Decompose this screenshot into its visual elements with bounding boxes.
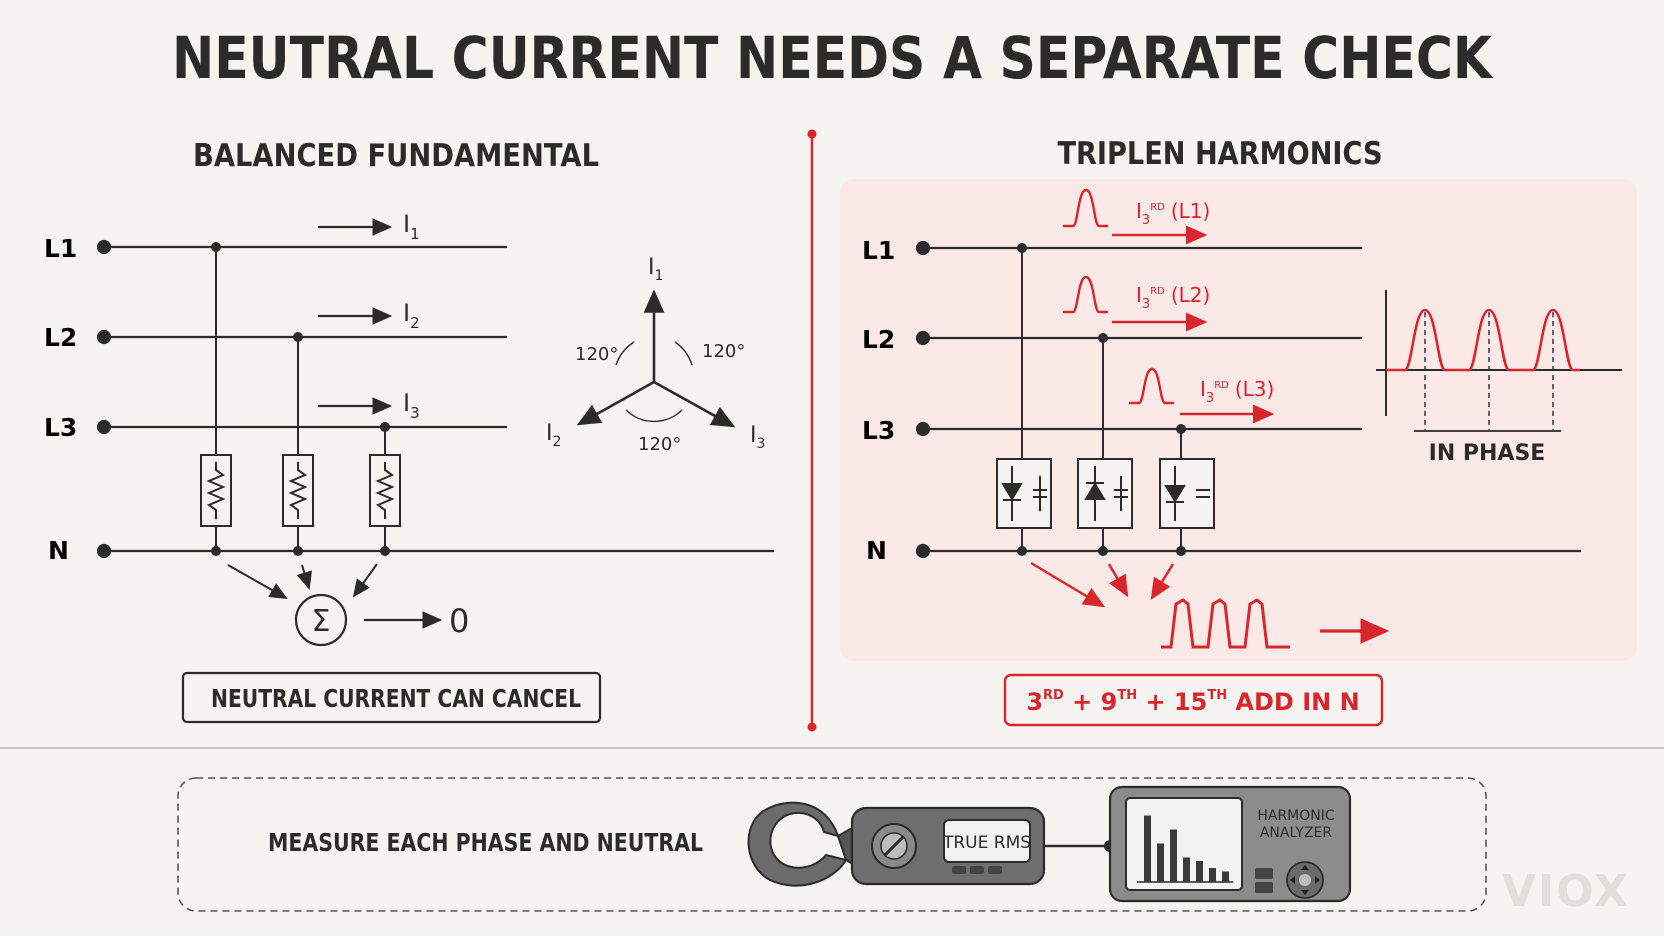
angle-label-left: 120°	[575, 344, 618, 365]
harmonic-label-l3: I3RD(L3)	[1200, 377, 1274, 406]
left-panel: BALANCED FUNDAMENTAL L1 L2 L3 N I1 I2 I3	[44, 138, 774, 724]
bus-lines	[96, 239, 774, 559]
viox-watermark-logo: VIOX	[1502, 866, 1630, 917]
center-divider	[807, 129, 817, 732]
resistor-2	[282, 454, 314, 527]
meter-display-text: TRUE RMS	[942, 833, 1031, 853]
spectrum-bar	[1222, 871, 1229, 882]
spectrum-bars	[1144, 815, 1229, 882]
spectrum-bar	[1144, 815, 1151, 882]
spectrum-bar	[1196, 861, 1203, 882]
measurement-strip: MEASURE EACH PHASE AND NEUTRAL TRUE RMS	[177, 777, 1487, 912]
spectrum-bar	[1170, 829, 1177, 882]
resistor-3	[369, 454, 401, 527]
rectifier-load-1	[996, 458, 1052, 529]
angle-label-bottom: 120°	[638, 434, 681, 455]
resistor-1	[200, 454, 232, 527]
line-label-r-l3: L3	[862, 416, 895, 445]
line-label-l1: L1	[44, 234, 77, 263]
sum-arrows	[227, 563, 378, 599]
in-phase-graph	[1376, 290, 1622, 432]
line-label-r-n: N	[866, 536, 887, 565]
clamp-meter-icon	[747, 801, 1046, 887]
harmonic-analyzer-icon	[1108, 785, 1352, 903]
current-label-i1: I1	[403, 210, 420, 243]
spectrum-bar	[1157, 843, 1164, 882]
spectrum-bar	[1209, 868, 1216, 882]
line-label-r-l1: L1	[862, 236, 895, 265]
right-caption-box	[1003, 673, 1384, 727]
neutral-sum-arrows	[1030, 561, 1175, 608]
right-heading: TRIPLEN HARMONICS	[1058, 136, 1383, 172]
line-label-r-l2: L2	[862, 325, 895, 354]
phasor-label-i1: I1	[648, 255, 663, 284]
neutral-triplen-waveform	[1161, 598, 1290, 649]
harmonic-arrows	[1112, 225, 1275, 424]
left-caption-box	[181, 671, 602, 724]
current-arrows	[318, 218, 393, 415]
measurement-box	[177, 777, 1487, 912]
right-panel: TRIPLEN HARMONICS L1 L2 L3 N I3RD(L1)	[840, 136, 1637, 727]
left-caption: NEUTRAL CURRENT CAN CANCEL	[211, 684, 581, 713]
line-label-l3: L3	[44, 413, 77, 442]
phasor-label-i2: I2	[546, 421, 561, 450]
harmonics-panel-bg	[840, 179, 1637, 661]
rectifier-load-2	[1077, 458, 1133, 529]
spectrum-bar	[1183, 857, 1190, 882]
measure-instruction: MEASURE EACH PHASE AND NEUTRAL	[268, 828, 703, 857]
analyzer-label-2: ANALYZER	[1260, 825, 1333, 841]
page-title: NEUTRAL CURRENT NEEDS A SEPARATE CHECK	[172, 24, 1494, 92]
sum-node	[294, 593, 348, 647]
sum-result: 0	[449, 602, 469, 640]
line-label-l2: L2	[44, 323, 77, 352]
harmonic-label-l1: I3RD(L1)	[1136, 199, 1210, 228]
junction-dots	[211, 242, 390, 556]
analyzer-label-1: HARMONIC	[1257, 808, 1335, 824]
rectifier-load-3	[1159, 458, 1215, 529]
right-junction-dots	[1017, 243, 1186, 556]
sigma-symbol: Σ	[312, 604, 331, 639]
harmonic-label-l2: I3RD(L2)	[1136, 283, 1210, 312]
phasor-label-i3: I3	[750, 423, 765, 452]
in-phase-label: IN PHASE	[1429, 441, 1546, 466]
left-heading: BALANCED FUNDAMENTAL	[193, 138, 599, 174]
angle-label-right: 120°	[702, 341, 745, 362]
harmonic-pulses	[1063, 188, 1174, 405]
current-label-i2: I2	[403, 299, 420, 332]
current-label-i3: I3	[403, 389, 420, 422]
right-caption: 3RD + 9TH + 15TH ADD IN N	[1026, 688, 1359, 716]
right-bus-lines	[915, 240, 1581, 559]
line-label-n: N	[48, 536, 69, 565]
phasor-diagram	[576, 289, 736, 428]
